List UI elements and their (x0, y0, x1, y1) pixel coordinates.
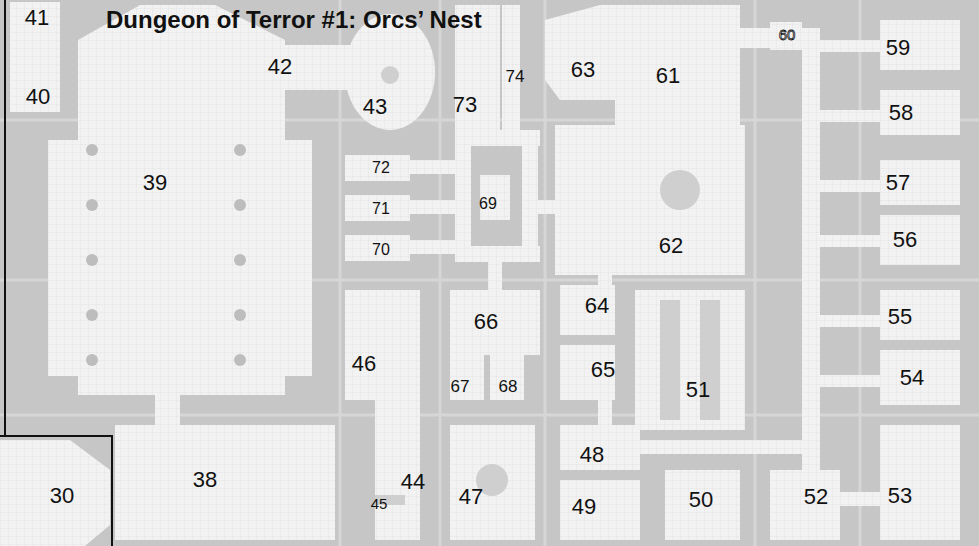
room-number: 47 (459, 486, 483, 508)
room-number: 58 (889, 102, 913, 124)
room-number: 74 (506, 68, 525, 85)
room-number: 45 (371, 496, 388, 511)
room-number: 44 (401, 471, 425, 493)
room-number: 71 (372, 201, 390, 217)
map-title: Dungeon of Terror #1: Orcs’ Nest (106, 8, 482, 32)
room-number: 73 (453, 94, 477, 116)
room-number: 42 (268, 56, 292, 78)
room-number: 57 (886, 172, 910, 194)
room-number: 65 (591, 359, 615, 381)
room-number: 49 (572, 496, 596, 518)
room-number: 54 (900, 367, 924, 389)
room-number: 39 (143, 172, 167, 194)
room-number: 43 (363, 96, 387, 118)
room-number: 70 (372, 242, 390, 258)
room-number: 38 (193, 469, 217, 491)
room-number: 48 (580, 444, 604, 466)
room-number: 40 (26, 86, 50, 108)
room-number: 51 (686, 379, 710, 401)
room-number: 30 (50, 485, 74, 507)
room-number: 56 (893, 229, 917, 251)
room-number: 41 (25, 7, 49, 29)
room-number: 55 (888, 306, 912, 328)
room-number: 53 (888, 485, 912, 507)
room-number: 67 (451, 378, 470, 395)
room-number: 64 (585, 295, 609, 317)
room-number: 66 (474, 311, 498, 333)
room-number: 62 (659, 235, 683, 257)
room-number: 52 (804, 486, 828, 508)
room-number: 59 (886, 37, 910, 59)
room-number: 46 (352, 353, 376, 375)
room-number: 72 (372, 160, 390, 176)
room-number: 63 (571, 59, 595, 81)
room-number: 50 (689, 489, 713, 511)
room-number: 61 (656, 65, 680, 87)
room-number: 68 (499, 378, 518, 395)
room-number: 60 (779, 27, 796, 42)
room-number: 69 (479, 196, 497, 212)
